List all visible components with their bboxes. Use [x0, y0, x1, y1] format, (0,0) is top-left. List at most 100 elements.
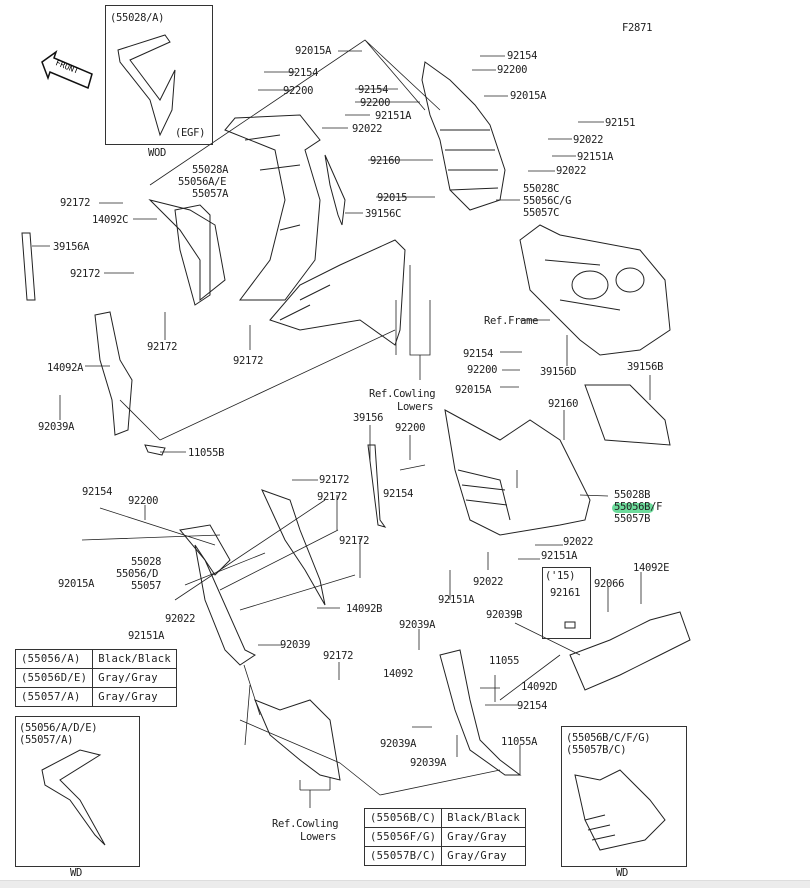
code-cell: (55057/A) [14, 687, 94, 707]
part-label: 92200 [467, 364, 498, 376]
table-row: (55056/A)Black/Black [14, 649, 178, 669]
part-label: 39156D [540, 366, 577, 378]
part-label: 92160 [370, 155, 401, 167]
inset-box-year [542, 567, 591, 639]
part-label: 92151A [375, 110, 412, 122]
part-label: 92200 [395, 422, 426, 434]
bracket-14092d [569, 611, 691, 691]
ref-label: Lowers [397, 401, 434, 413]
ref-label: Ref.Frame [484, 315, 539, 327]
inset-title: (55057B/C) [566, 744, 627, 756]
part-label: 92039A [38, 421, 75, 433]
cowl-55028c [421, 61, 506, 211]
inset-title: (55056B/C/F/G) [566, 732, 651, 744]
part-label: 92151A [541, 550, 578, 562]
part-label: 92022 [165, 613, 196, 625]
lower-panel [269, 239, 406, 346]
color-cell: Gray/Gray [441, 827, 527, 847]
code-cell: (55056/A) [14, 649, 94, 669]
table-row: (55056F/G)Gray/Gray [363, 827, 527, 847]
bracket-11055b [144, 444, 166, 456]
inset-variant: (EGF) [175, 127, 206, 139]
part-92161 [564, 621, 576, 629]
part-label: 92172 [60, 197, 91, 209]
part-label: 55028B [614, 489, 651, 501]
inset-part-55056b [574, 769, 666, 851]
part-label: 92022 [352, 123, 383, 135]
part-label: 92022 [473, 576, 504, 588]
inset-part-55028a [117, 34, 176, 137]
inset-title: (55056/A/D/E) [19, 722, 98, 734]
table-row: (55057B/C)Gray/Gray [363, 846, 527, 866]
inset-title: (55057/A) [19, 734, 74, 746]
diagram-code: F2871 [622, 22, 653, 34]
code-cell: (55057B/C) [363, 846, 443, 866]
part-label: 92039A [380, 738, 417, 750]
part-label: 92039B [486, 609, 523, 621]
part-label: 55056/D [116, 568, 159, 580]
table-row: (55056B/C)Black/Black [363, 808, 527, 828]
part-label: 39156A [53, 241, 90, 253]
part-label: 92154 [507, 50, 538, 62]
part-label: 92200 [128, 495, 159, 507]
part-label: 11055A [501, 736, 538, 748]
highlight-mark [612, 503, 654, 513]
bracket-14092a [94, 311, 133, 436]
part-label: 92066 [594, 578, 625, 590]
part-label: 92172 [233, 355, 264, 367]
color-table-left: (55056/A)Black/Black (55056D/E)Gray/Gray… [14, 649, 178, 707]
part-label: 55056C/G [523, 195, 572, 207]
frame [519, 224, 671, 356]
part-label: 92039 [280, 639, 311, 651]
inset-caption: WD [70, 867, 83, 879]
code-cell: (55056F/G) [363, 827, 443, 847]
part-label: 92172 [70, 268, 101, 280]
part-label: 92154 [82, 486, 113, 498]
part-label: 92161 [550, 587, 581, 599]
side-panel-55028b [444, 409, 591, 536]
part-label: 92015 [377, 192, 408, 204]
part-label: 92172 [319, 474, 350, 486]
part-label: 92151A [128, 630, 165, 642]
strip-39156c [324, 154, 346, 226]
part-label: 92015A [510, 90, 547, 102]
inset-part-55056a [41, 749, 106, 846]
part-label: 55028C [523, 183, 560, 195]
part-label: 55056A/E [178, 176, 227, 188]
part-label: 14092E [633, 562, 670, 574]
code-cell: (55056B/C) [363, 808, 443, 828]
front-arrow-icon: FRONT [41, 50, 93, 90]
part-label: 14092D [521, 681, 558, 693]
cowl-55028a [148, 114, 321, 306]
inset-box-55056b [561, 726, 687, 867]
part-label: 92154 [358, 84, 389, 96]
part-label: 55057B [614, 513, 651, 525]
part-label: 92154 [288, 67, 319, 79]
part-label: 92022 [563, 536, 594, 548]
part-label: 92154 [517, 700, 548, 712]
inset-box-55028a [105, 5, 213, 145]
inset-title: (55028/A) [110, 12, 165, 24]
bracket-14092 [439, 649, 522, 776]
color-table-right: (55056B/C)Black/Black (55056F/G)Gray/Gra… [363, 808, 527, 866]
ref-label: Lowers [300, 831, 337, 843]
inset-caption: WD [616, 867, 629, 879]
part-label: 92039A [410, 757, 447, 769]
part-label: 92160 [548, 398, 579, 410]
part-label: 92172 [339, 535, 370, 547]
lower-cowling [254, 699, 341, 781]
panel-39156b [584, 384, 671, 446]
part-label: 92172 [317, 491, 348, 503]
part-label: 92022 [573, 134, 604, 146]
code-cell: (55056D/E) [14, 668, 94, 688]
strip-39156a [21, 232, 36, 301]
part-label: 92151A [577, 151, 614, 163]
ref-label: Ref.Cowling [369, 388, 436, 400]
part-label: 92039A [399, 619, 436, 631]
inset-box-55056a [15, 716, 140, 867]
part-label: 55028 [131, 556, 162, 568]
part-label: 92200 [360, 97, 391, 109]
part-label: 14092B [346, 603, 383, 615]
part-label: 92172 [147, 341, 178, 353]
